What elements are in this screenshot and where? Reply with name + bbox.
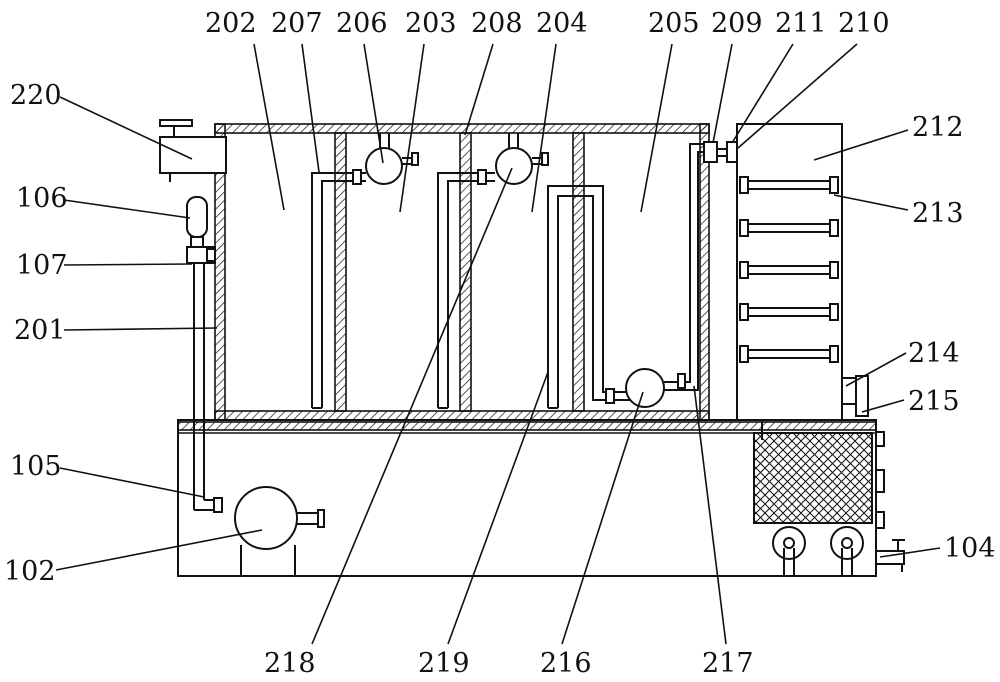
part-220 [159,136,227,174]
label-217: 217 [702,648,754,679]
pump-216 [625,368,665,408]
label-209: 209 [711,8,763,39]
filter-cabinet [736,123,869,421]
label-215: 215 [908,386,960,417]
label-212: 212 [912,112,964,143]
label-106: 106 [16,183,68,214]
pump-218 [495,147,533,185]
label-203: 203 [405,8,457,39]
label-218: 218 [264,648,316,679]
mesh-filter [753,420,885,576]
leader-lines [55,43,941,645]
label-211: 211 [775,8,827,39]
label-208: 208 [471,8,523,39]
valves-209-211 [703,141,741,163]
main-tank [214,123,710,421]
label-210: 210 [838,8,890,39]
label-207: 207 [271,8,323,39]
label-105: 105 [10,451,62,482]
label-202: 202 [205,8,257,39]
internal-pipes [311,133,706,409]
label-219: 219 [418,648,470,679]
external-pipework [159,119,325,550]
label-107: 107 [16,250,68,281]
label-213: 213 [912,198,964,229]
label-204: 204 [536,8,588,39]
baffle-3 [572,132,585,412]
part-215 [855,375,869,417]
part-106 [186,196,208,238]
label-102: 102 [4,556,56,587]
label-206: 206 [336,8,388,39]
label-220: 220 [10,80,62,111]
pump-206 [365,147,403,185]
label-201: 201 [14,315,66,346]
label-205: 205 [648,8,700,39]
pump-102 [234,486,298,550]
label-104: 104 [944,533,996,564]
filter-rods [739,176,839,363]
baffle-1 [334,132,347,412]
label-216: 216 [540,648,592,679]
baffle-2 [459,132,472,412]
label-214: 214 [908,338,960,369]
reference-labels: 220 106 107 201 105 102 202 207 206 203 … [4,8,996,679]
